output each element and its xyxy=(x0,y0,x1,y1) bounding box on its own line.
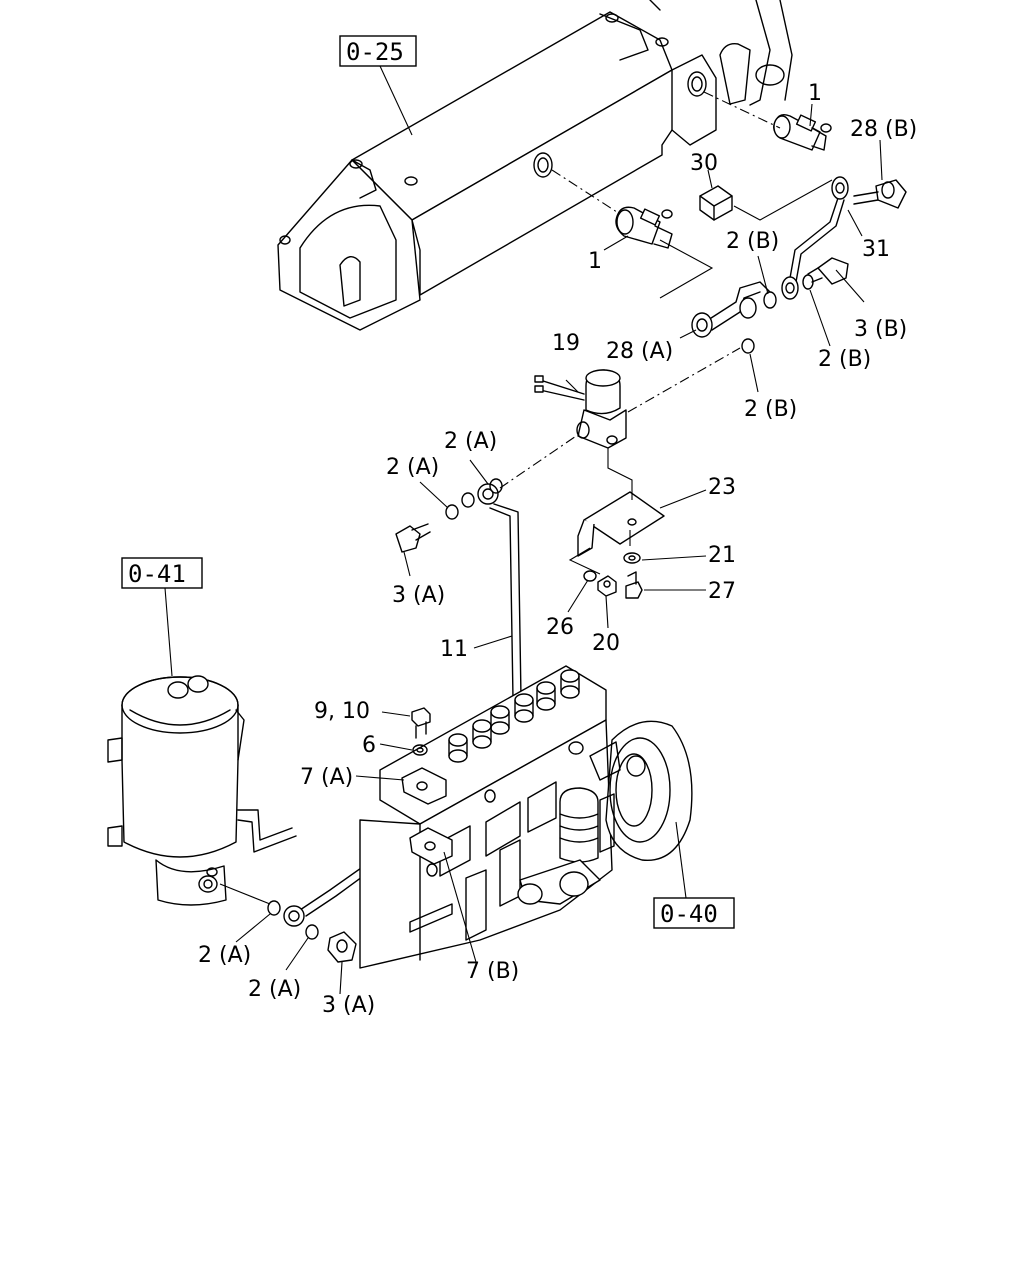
intake-manifold xyxy=(277,11,717,331)
ref-0-40-label: 0-40 xyxy=(660,900,718,928)
callout-11: 11 xyxy=(440,637,468,662)
fuel-filter xyxy=(107,675,297,906)
callout-28b: 28 (B) xyxy=(850,117,917,142)
callout-1-mid: 1 xyxy=(588,249,602,274)
pressure-switch-upper xyxy=(773,113,832,151)
callout-21: 21 xyxy=(708,543,736,568)
bracket-30 xyxy=(699,185,733,221)
washer-26 xyxy=(583,570,597,582)
ref-0-40-box[interactable]: 0-40 xyxy=(653,897,735,929)
solenoid-valve-19 xyxy=(534,369,627,449)
nut-20 xyxy=(597,575,617,597)
callout-19: 19 xyxy=(552,331,580,356)
callout-30: 30 xyxy=(690,151,718,176)
callout-31: 31 xyxy=(862,237,890,262)
clamp-7a xyxy=(401,767,447,805)
clamp-7b xyxy=(409,827,453,865)
pressure-switch-middle xyxy=(615,206,673,249)
callout-3a-top: 3 (A) xyxy=(392,583,445,608)
leader-lines xyxy=(235,103,883,995)
ref-0-41-label: 0-41 xyxy=(128,560,186,588)
bolt-27 xyxy=(625,571,643,599)
callout-7b: 7 (B) xyxy=(466,959,519,984)
eye-bolt-3a-upper xyxy=(395,523,431,553)
callout-20: 20 xyxy=(592,631,620,656)
callout-3b: 3 (B) xyxy=(854,317,907,342)
callout-2a-a: 2 (A) xyxy=(444,429,497,454)
callout-2a-c: 2 (A) xyxy=(198,943,251,968)
injection-pump xyxy=(359,665,693,969)
eye-bolt-3a-lower xyxy=(327,931,357,963)
washers-2a-upper xyxy=(445,478,503,520)
callout-2b-c: 2 (B) xyxy=(744,397,797,422)
washers-2a-lower xyxy=(267,900,319,940)
washer-21 xyxy=(623,552,641,564)
bolt-9-10 xyxy=(411,707,431,739)
ref-0-41-box[interactable]: 0-41 xyxy=(121,557,203,589)
callout-23: 23 xyxy=(708,475,736,500)
eye-bolt-3b xyxy=(807,257,849,285)
fuel-pipe-28a xyxy=(659,239,771,338)
callout-2b-b: 2 (B) xyxy=(818,347,871,372)
delivery-valves xyxy=(448,669,580,763)
callout-2a-d: 2 (A) xyxy=(248,977,301,1002)
fuel-pipe-31 xyxy=(781,176,849,300)
callout-9-10: 9, 10 xyxy=(314,699,370,724)
air-pipes xyxy=(649,0,793,106)
callout-3a-bot: 3 (A) xyxy=(322,993,375,1018)
callout-26: 26 xyxy=(546,615,574,640)
banjo-28b xyxy=(853,179,907,209)
callout-7a: 7 (A) xyxy=(300,765,353,790)
ref-0-25-box[interactable]: 0-25 xyxy=(339,35,417,67)
washer-6 xyxy=(412,744,428,756)
callout-27: 27 xyxy=(708,579,736,604)
callout-2a-b: 2 (A) xyxy=(386,455,439,480)
callout-6: 6 xyxy=(362,733,376,758)
callout-labels: 1 28 (B) 30 1 2 (B) 31 28 (A) 3 (B) 2 (B… xyxy=(198,81,917,1018)
bracket-23 xyxy=(577,491,665,557)
callout-1-top: 1 xyxy=(808,81,822,106)
callout-2b-a: 2 (B) xyxy=(726,229,779,254)
ref-0-25-label: 0-25 xyxy=(346,38,404,66)
callout-28a: 28 (A) xyxy=(606,339,673,364)
